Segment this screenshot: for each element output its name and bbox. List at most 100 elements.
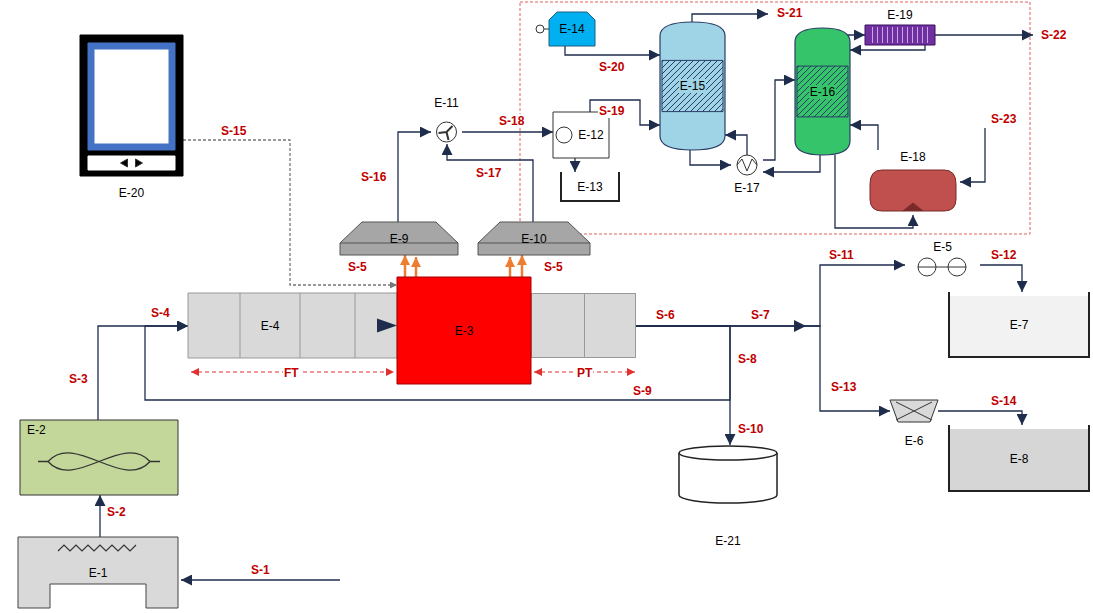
recovery-region: [520, 2, 1030, 234]
stream-line: [690, 150, 731, 165]
equipment-tag: E-11: [433, 96, 459, 110]
equipment-tag: E-20: [118, 186, 145, 200]
stream-label: S-15: [220, 124, 247, 138]
filter: E-6: [890, 400, 938, 448]
treatment-chamber: E-3: [397, 277, 531, 384]
symbol: [679, 446, 777, 460]
equipment-tag: E-4: [260, 319, 281, 333]
stream-label: S-23: [990, 112, 1017, 126]
stream-line: [565, 46, 660, 55]
stream-line: [404, 255, 407, 277]
stream-line: [398, 132, 431, 222]
outline: [18, 537, 178, 608]
outline: [795, 28, 850, 155]
stream-label: S-1: [250, 563, 271, 577]
outline: [20, 420, 178, 495]
equipment-tag: E-8: [1009, 452, 1030, 466]
outline: [797, 66, 848, 117]
outline: [662, 60, 723, 111]
stream-label: S-21: [776, 6, 803, 20]
outline: [553, 112, 609, 158]
outline: [737, 159, 757, 171]
outline: [918, 267, 966, 268]
zone-label: PT: [576, 366, 593, 380]
stream-label: S-16: [360, 170, 387, 184]
stream-line: [574, 158, 575, 172]
outline: [949, 292, 1089, 357]
equipment-tag: E-16: [809, 85, 836, 99]
heat-exchanger: E-17: [731, 155, 763, 195]
stream-line: [763, 80, 795, 160]
outline: [136, 159, 143, 167]
outline: [949, 425, 1089, 491]
stream-label: S-4: [150, 306, 171, 320]
outline: [48, 453, 150, 470]
equipment-tag: E-3: [454, 324, 475, 338]
symbol: [536, 25, 544, 33]
stream-label: S-19: [598, 104, 625, 118]
stream-label: S-13: [830, 380, 857, 394]
outline: [377, 319, 397, 333]
stream-label: S-9: [632, 384, 653, 398]
stream-line: [980, 265, 1022, 292]
stream-line: [850, 125, 878, 150]
equipment-tag: E-14: [558, 22, 585, 36]
stream-line: [447, 144, 533, 222]
exhaust-hood: E-10: [478, 222, 590, 255]
stream-line: [531, 326, 890, 411]
feed-stream: [181, 579, 340, 580]
furnace: E-1: [18, 537, 178, 608]
stream-label: S-22: [1040, 28, 1067, 42]
equipment-tag: E-7: [1009, 318, 1030, 332]
stream-label: S-12: [990, 248, 1017, 262]
stream-line: [521, 255, 524, 277]
reboiler: E-18: [868, 150, 958, 215]
outline: [903, 203, 923, 211]
equipment-tag: E-17: [733, 181, 760, 195]
stream-line: [462, 131, 553, 132]
outline: [865, 25, 935, 45]
blower-fan: E-11: [431, 96, 462, 144]
equipment-tag: E-9: [389, 232, 410, 246]
roller-press: E-5: [905, 240, 980, 282]
outline: [949, 296, 1089, 357]
equipment-tag: E-13: [576, 180, 603, 194]
outline: [868, 27, 932, 43]
outline: [949, 429, 1089, 491]
stream-label: S-5: [347, 260, 368, 274]
feed-conveyor-outline: [188, 293, 397, 358]
outline: [88, 156, 175, 170]
stream-label: S-6: [655, 308, 676, 322]
solvent-tank: E-14: [535, 12, 595, 46]
outline: [188, 293, 397, 358]
stream-label: S-10: [737, 422, 764, 436]
residue-tank: E-8: [948, 425, 1090, 492]
equipment-tag: E-12: [577, 128, 604, 142]
collection-tank: E-13: [560, 172, 620, 202]
outline: [88, 43, 175, 150]
equipment-tag: E-21: [714, 534, 741, 548]
stream-label: S-3: [68, 372, 89, 386]
outline: [38, 461, 160, 462]
stream-line: [763, 155, 820, 172]
exhaust-hood: E-9: [340, 222, 458, 255]
fuel-stream: [960, 128, 985, 182]
control-monitor-outline: [80, 35, 183, 200]
outline: [340, 222, 458, 255]
stream-label: S-11: [828, 248, 855, 262]
stream-line: [531, 326, 730, 445]
control-monitor: E-20: [80, 35, 183, 200]
heat-arrow: [509, 257, 512, 277]
equipment-tag: E-6: [904, 434, 925, 448]
symbol: [737, 155, 757, 175]
equipment-tag: E-18: [899, 150, 926, 164]
stripper-column: E-16: [795, 28, 850, 155]
outline: [870, 170, 956, 211]
outline: [397, 277, 531, 384]
mixer: E-2: [20, 420, 178, 495]
product-stream: [935, 34, 1033, 35]
outline: [94, 49, 169, 144]
stream-label: S-14: [990, 394, 1017, 408]
outline: [561, 172, 619, 201]
outline: [439, 126, 453, 140]
